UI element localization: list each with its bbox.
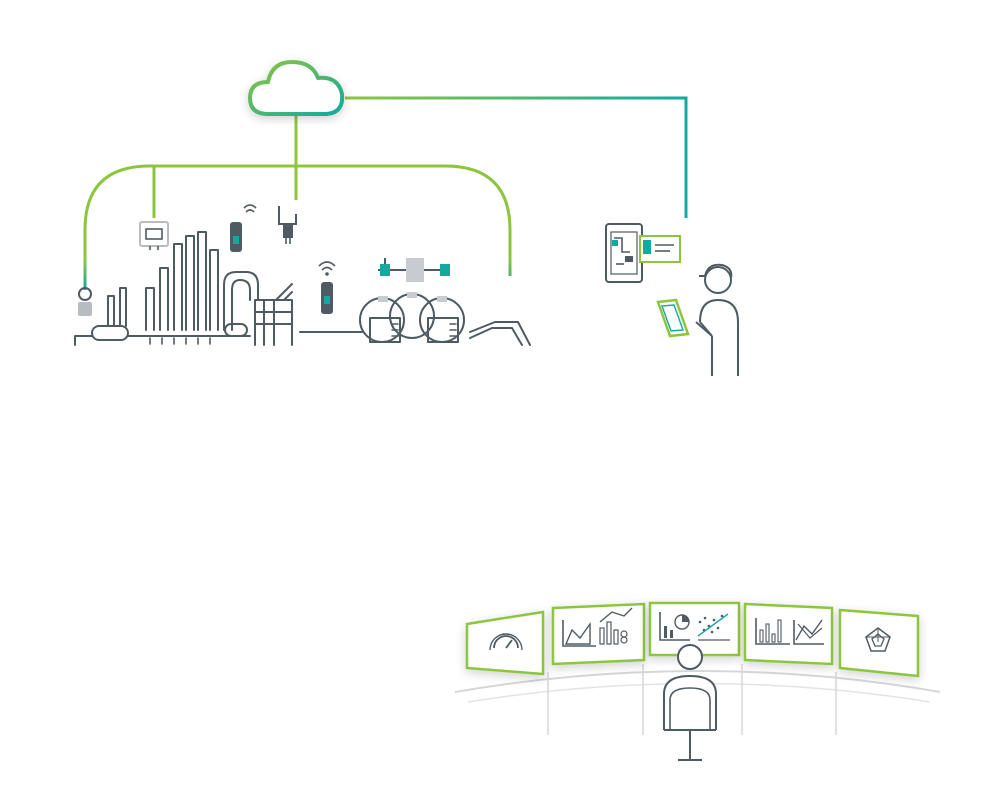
monitor-pie-chart — [648, 601, 741, 657]
cloud-to-field-link — [345, 96, 688, 218]
wireless-transmitter-icon — [318, 261, 336, 314]
radar-chart-icon — [865, 627, 891, 652]
operator-icon — [663, 644, 717, 761]
area-chart-icon — [562, 607, 633, 647]
controller-box-icon — [139, 221, 169, 250]
gateway-plug-icon — [278, 206, 297, 244]
pie-chart-icon — [659, 612, 730, 641]
cloud-icon — [248, 60, 345, 116]
monitor-line-chart — [743, 602, 834, 666]
connection-lines — [83, 96, 688, 590]
monitor-area-chart — [551, 602, 646, 666]
tablet-icon — [605, 223, 681, 283]
flow-meter-icon — [378, 258, 450, 282]
monitor-gauge — [465, 610, 545, 676]
field-worker-icon — [656, 263, 739, 376]
control-room — [454, 601, 941, 761]
monitor-radar-chart — [838, 608, 920, 678]
pressure-transmitter-icon — [78, 287, 92, 316]
wireless-sensor-icon — [230, 204, 257, 252]
gauge-icon — [489, 633, 523, 651]
industrial-plant-icon — [74, 231, 531, 346]
line-chart-icon — [755, 618, 824, 645]
storage-tanks — [359, 292, 465, 343]
